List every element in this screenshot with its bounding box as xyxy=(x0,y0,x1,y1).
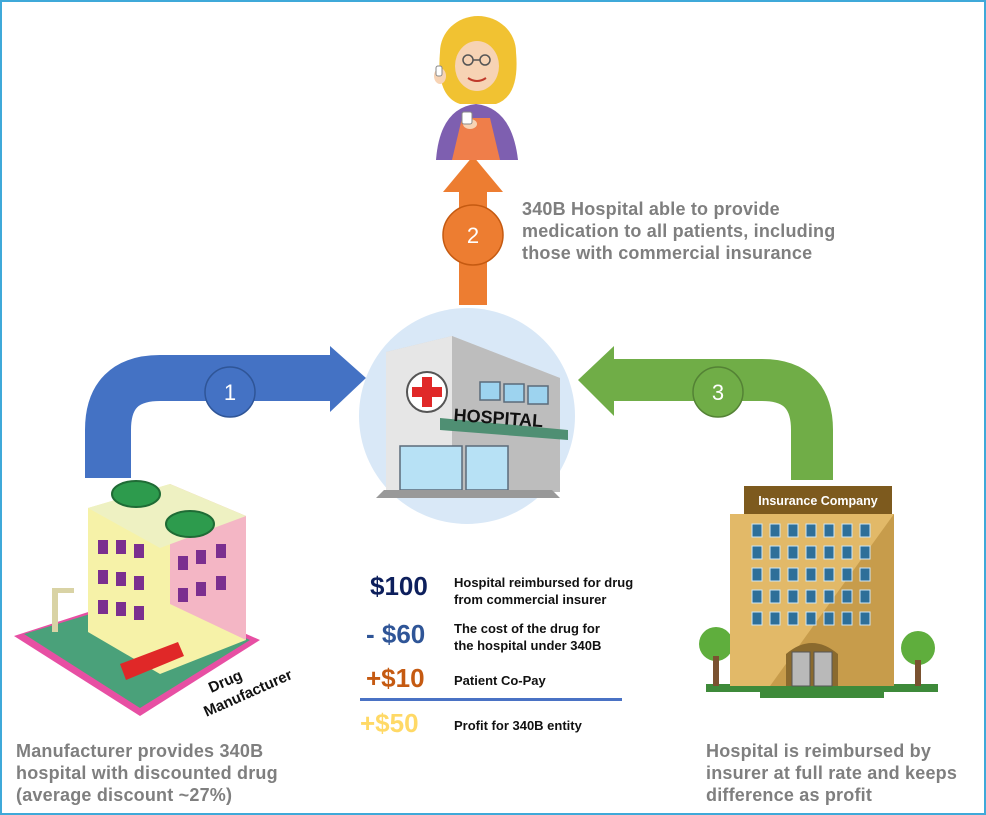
insurer-caption-line2: insurer at full rate and keeps xyxy=(706,763,958,783)
desc-reimbursed-line2: from commercial insurer xyxy=(454,592,607,607)
insurer-caption: Hospital is reimbursed by insurer at ful… xyxy=(706,740,957,806)
amount-reimbursed: $100 xyxy=(370,571,428,601)
insurance-sign: Insurance Company xyxy=(758,494,878,508)
step1-number: 1 xyxy=(224,380,236,405)
step2-arrow: 2 xyxy=(442,156,504,305)
desc-cost: The cost of the drug for the hospital un… xyxy=(454,620,601,654)
hospital-illustration: HOSPITAL xyxy=(359,308,575,524)
patient-caption-line2: medication to all patients, including xyxy=(522,221,836,241)
patient-caption-line1: 340B Hospital able to provide xyxy=(522,199,780,219)
insurance-illustration: Insurance Company xyxy=(699,486,938,698)
manufacturer-caption: Manufacturer provides 340B hospital with… xyxy=(16,740,278,806)
insurer-caption-line3: difference as profit xyxy=(706,785,873,805)
step3-arrow: 3 xyxy=(578,346,833,480)
patient-caption-line3: those with commercial insurance xyxy=(522,243,813,263)
desc-cost-line2: the hospital under 340B xyxy=(454,638,602,653)
desc-copay: Patient Co-Pay xyxy=(454,672,546,689)
step1-badge xyxy=(204,366,256,418)
step3-number: 3 xyxy=(712,380,724,405)
patient-caption: 340B Hospital able to provide medication… xyxy=(522,198,835,264)
desc-profit: Profit for 340B entity xyxy=(454,717,582,734)
ledger-divider xyxy=(360,698,622,701)
manufacturer-caption-line2: hospital with discounted drug xyxy=(16,763,278,783)
step3-badge xyxy=(692,366,744,418)
amount-cost: - $60 xyxy=(366,619,426,649)
step2-badge xyxy=(442,204,504,266)
step1-arrow: 1 xyxy=(85,346,366,478)
manufacturer-caption-line3: (average discount ~27%) xyxy=(16,785,233,805)
desc-profit-line1: Profit for 340B entity xyxy=(454,718,582,733)
manufacturer-illustration: Drug Manufacturer xyxy=(14,480,295,721)
manufacturer-caption-line1: Manufacturer provides 340B xyxy=(16,741,264,761)
patient-illustration xyxy=(434,16,518,160)
step2-number: 2 xyxy=(467,223,479,248)
desc-cost-line1: The cost of the drug for xyxy=(454,621,600,636)
desc-reimbursed: Hospital reimbursed for drug from commer… xyxy=(454,574,633,608)
amount-copay: +$10 xyxy=(366,663,425,693)
insurer-caption-line1: Hospital is reimbursed by xyxy=(706,741,932,761)
desc-copay-line1: Patient Co-Pay xyxy=(454,673,546,688)
desc-reimbursed-line1: Hospital reimbursed for drug xyxy=(454,575,634,590)
amount-profit: +$50 xyxy=(360,708,419,738)
